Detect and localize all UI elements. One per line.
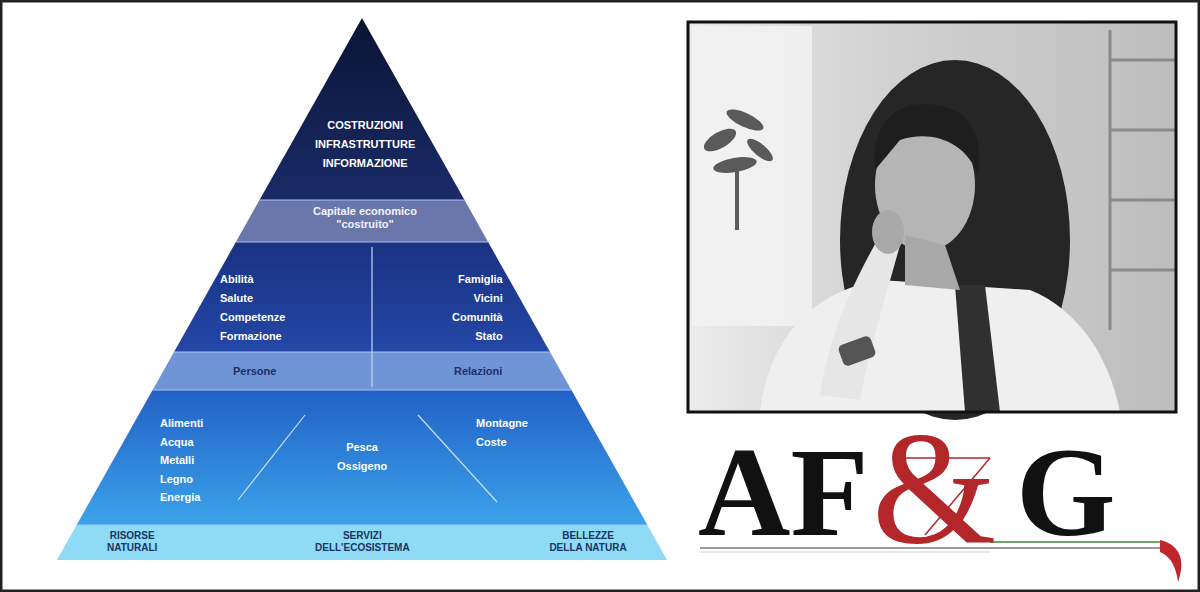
section-text: Relazioni <box>454 364 502 378</box>
pyramid-section: Alimenti Acqua Metalli Legno Energia <box>160 414 203 507</box>
divider-line <box>238 415 305 500</box>
pyramid-section: SERVIZI DELL'ECOSISTEMA <box>315 530 410 554</box>
section-text: Persone <box>233 364 276 378</box>
pyramid-section: Famiglia Vicini Comunità Stato <box>452 270 503 346</box>
section-text: RISORSE NATURALI <box>107 530 157 554</box>
logo-text: AF <box>698 428 869 556</box>
pyramid-tier <box>77 390 648 525</box>
pyramid-band <box>236 200 488 242</box>
pyramid-section: Pesca Ossigeno <box>337 438 387 475</box>
section-text: Famiglia Vicini Comunità Stato <box>452 270 503 346</box>
pyramid-section: RISORSE NATURALI <box>107 530 157 554</box>
portrait-photo <box>688 22 1176 420</box>
section-text: COSTRUZIONI INFRASTRUTTURE INFORMAZIONE <box>315 116 415 173</box>
pyramid-base <box>57 525 667 560</box>
pyramid-section: BELLEZZE DELLA NATURA <box>545 530 631 554</box>
pyramid-band <box>153 352 572 390</box>
section-text: Pesca Ossigeno <box>337 438 387 475</box>
section-text: BELLEZZE DELLA NATURA <box>545 530 631 554</box>
pyramid-section: Relazioni <box>454 364 502 378</box>
divider-line <box>371 247 372 387</box>
pyramid-section: Persone <box>233 364 276 378</box>
section-text: Abilità Salute Competenze Formazione <box>220 270 285 346</box>
section-text: Montagne Coste <box>476 414 528 451</box>
pyramid-top <box>260 18 465 200</box>
pyramid-section: COSTRUZIONI INFRASTRUTTURE INFORMAZIONE <box>315 116 415 173</box>
pyramid-section: Abilità Salute Competenze Formazione <box>220 270 285 346</box>
pyramid-tier <box>174 242 550 352</box>
section-text: Capitale economico "costruito" <box>295 205 435 231</box>
section-text: Alimenti Acqua Metalli Legno Energia <box>160 414 203 507</box>
band-separators <box>77 200 648 525</box>
logo-text: & <box>872 408 996 568</box>
pyramid-section: Capitale economico "costruito" <box>295 205 435 231</box>
logo-text: G <box>1016 428 1116 556</box>
pyramid-section: Montagne Coste <box>476 414 528 451</box>
section-text: SERVIZI DELL'ECOSISTEMA <box>315 530 410 554</box>
